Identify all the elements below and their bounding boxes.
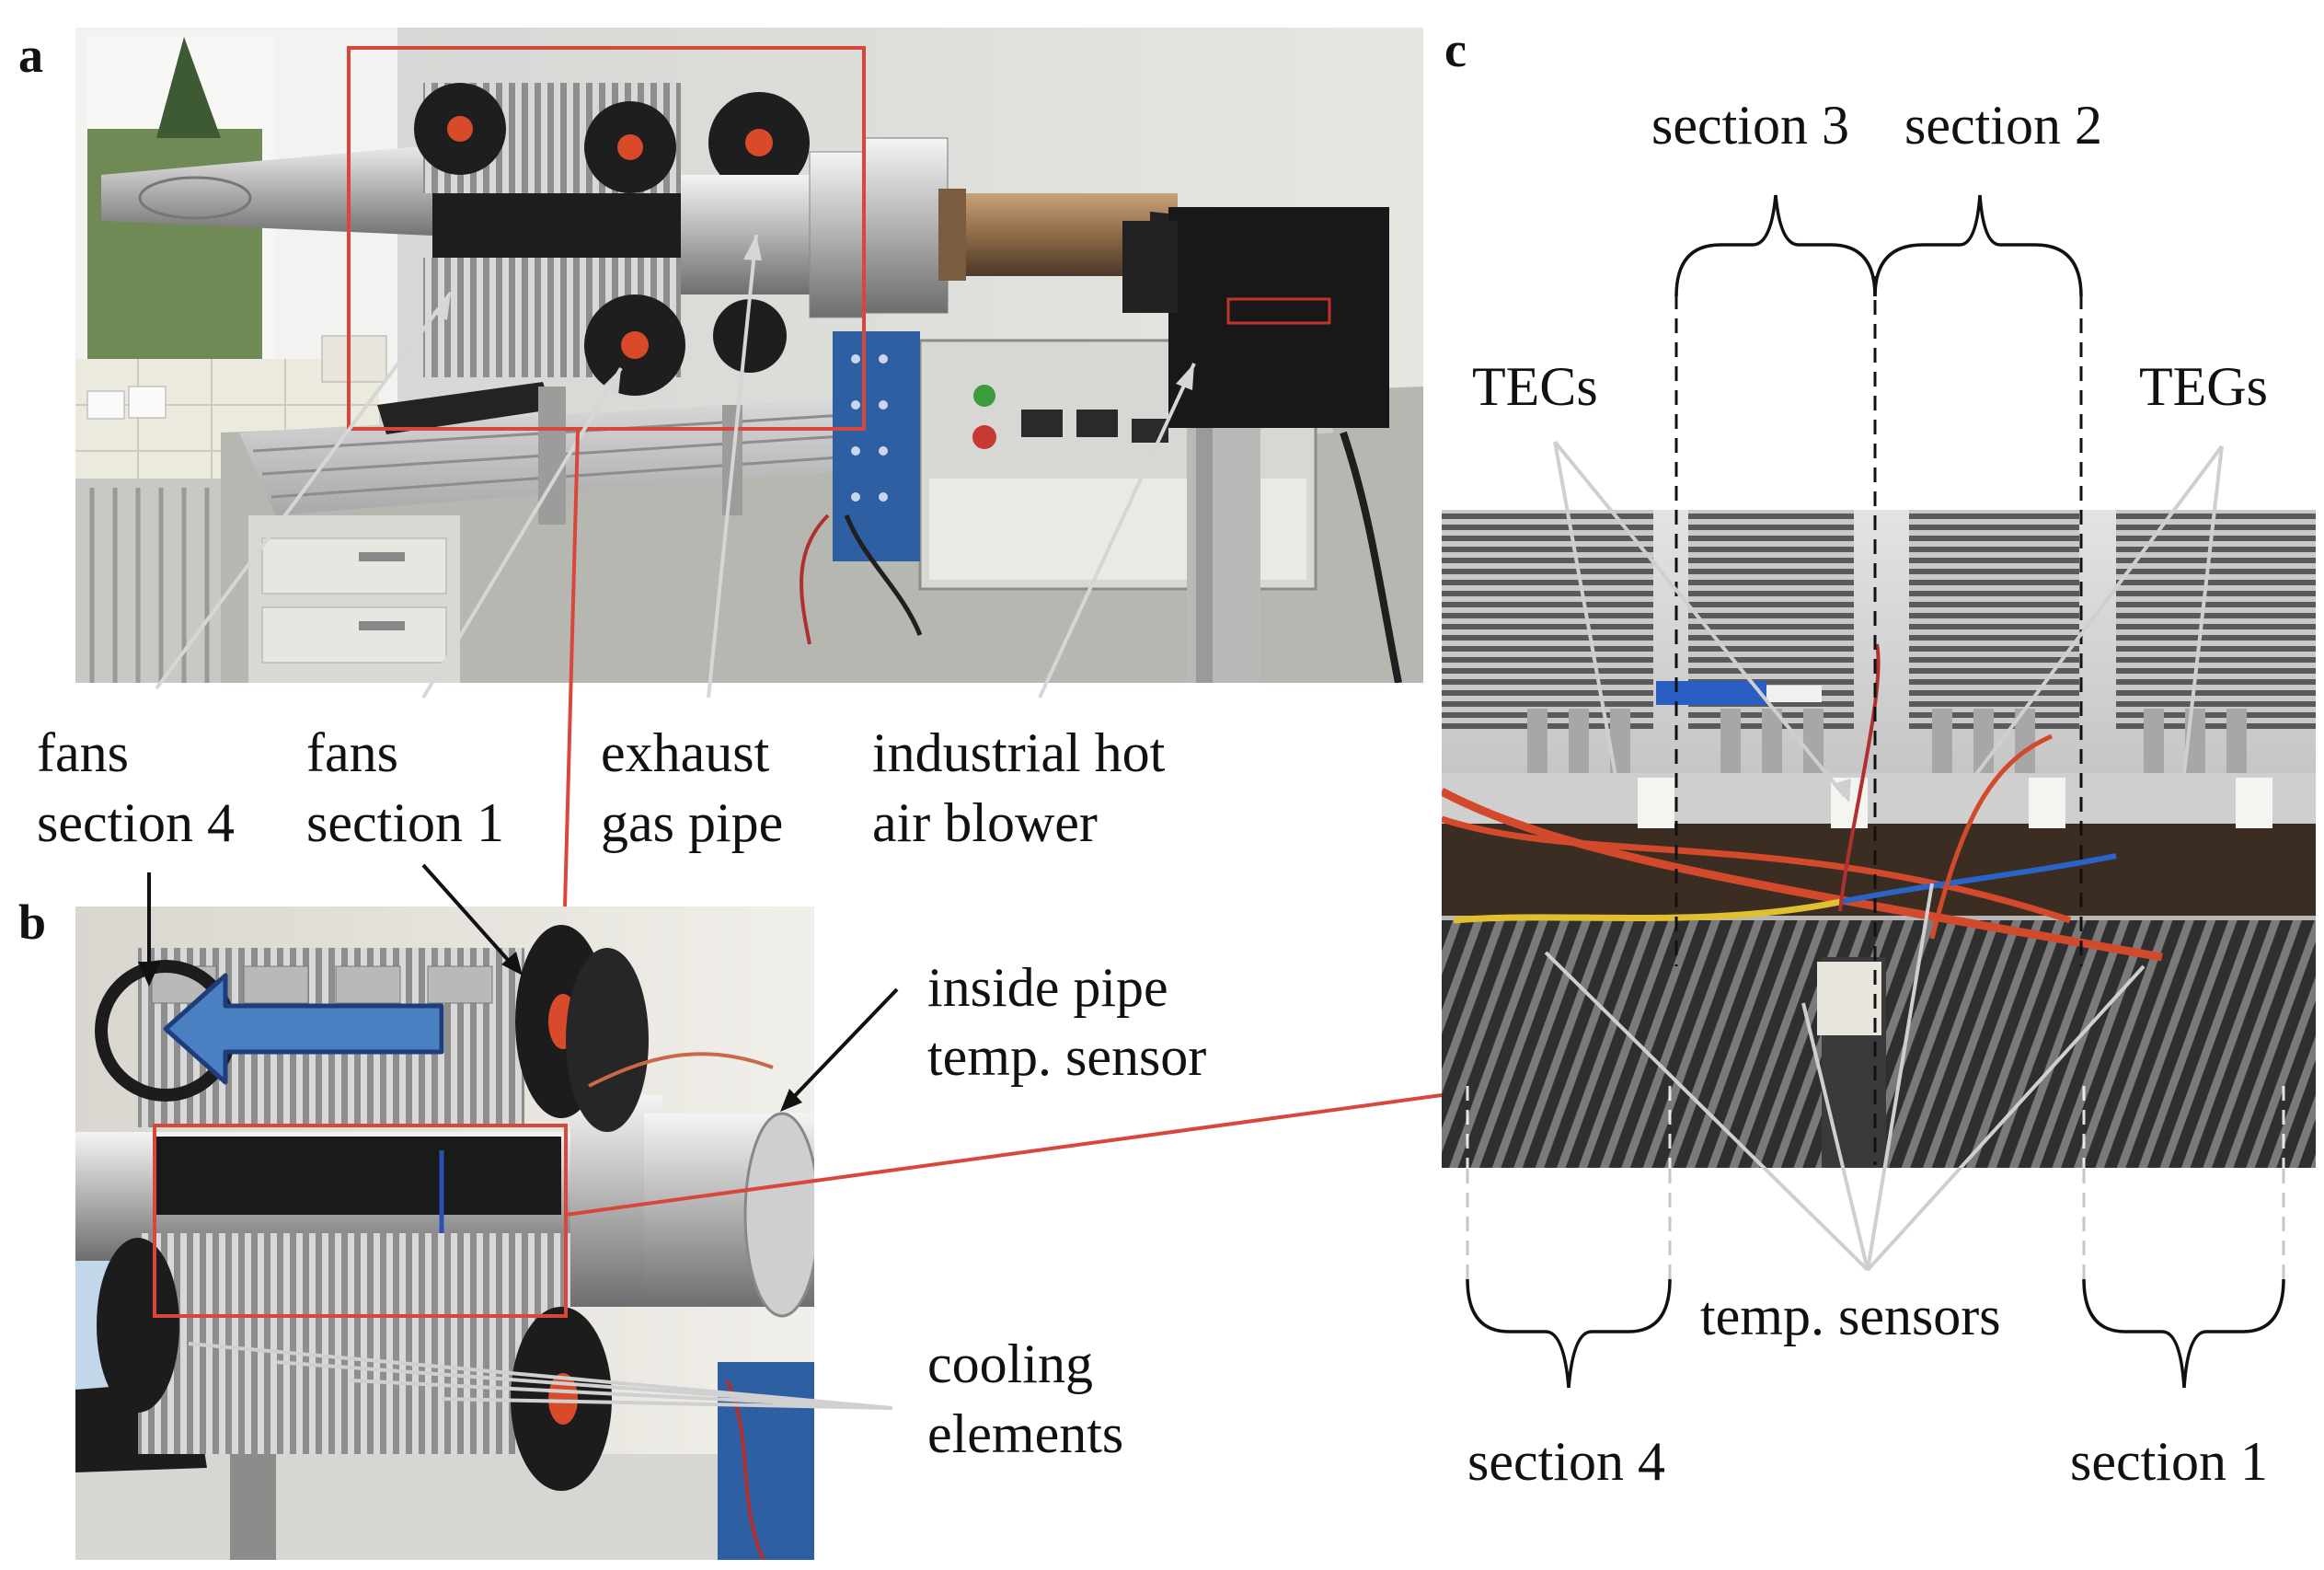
label-fans-section4-line1: fans [37,722,129,783]
connector-b-c [565,1093,1443,1217]
label-inside-sensor-line1: inside pipe [927,957,1168,1018]
label-fans-section1-line2: section 1 [306,792,504,853]
photo-panel-c [1442,510,2316,1168]
label-section2: section 2 [1904,95,2102,156]
braces-bottom [1466,1278,2285,1389]
label-blower-line2: air blower [872,792,1098,853]
pointers-b-cooling [188,1342,893,1410]
panel-label-c: c [1444,22,1467,77]
label-cooling-line1: cooling [927,1333,1093,1394]
pointers-a [155,234,1196,699]
label-fans-section4-line2: section 4 [37,792,235,853]
photo-panel-a [75,28,1423,683]
label-section4: section 4 [1467,1431,1665,1492]
label-cooling-line2: elements [927,1403,1123,1464]
label-section3: section 3 [1651,95,1849,156]
highlight-box-b [153,1124,568,1318]
panel-label-a: a [18,28,43,83]
label-section1: section 1 [2070,1431,2268,1492]
label-tecs: TECs [1472,356,1598,417]
braces-top [1674,194,2083,297]
panel-label-b: b [18,895,46,950]
photo-panel-b [75,906,814,1560]
label-tegs: TEGs [2139,356,2268,417]
section-dividers-top [1674,276,2083,1165]
label-exhaust-line2: gas pipe [601,792,783,853]
label-temp-sensors: temp. sensors [1700,1286,2001,1346]
label-inside-sensor-line2: temp. sensor [927,1026,1206,1087]
label-fans-section1-line1: fans [306,722,398,783]
label-exhaust-line1: exhaust [601,722,770,783]
section-dividers-bottom [1466,1169,2285,1279]
label-blower-line1: industrial hot [872,722,1166,783]
airflow-arrow [163,973,444,1085]
pointers-c [1544,440,2224,1272]
pointers-b-black [147,863,899,1106]
fan-group-a [414,83,810,396]
connector-a-b [563,430,580,907]
highlight-box-a [347,46,866,431]
